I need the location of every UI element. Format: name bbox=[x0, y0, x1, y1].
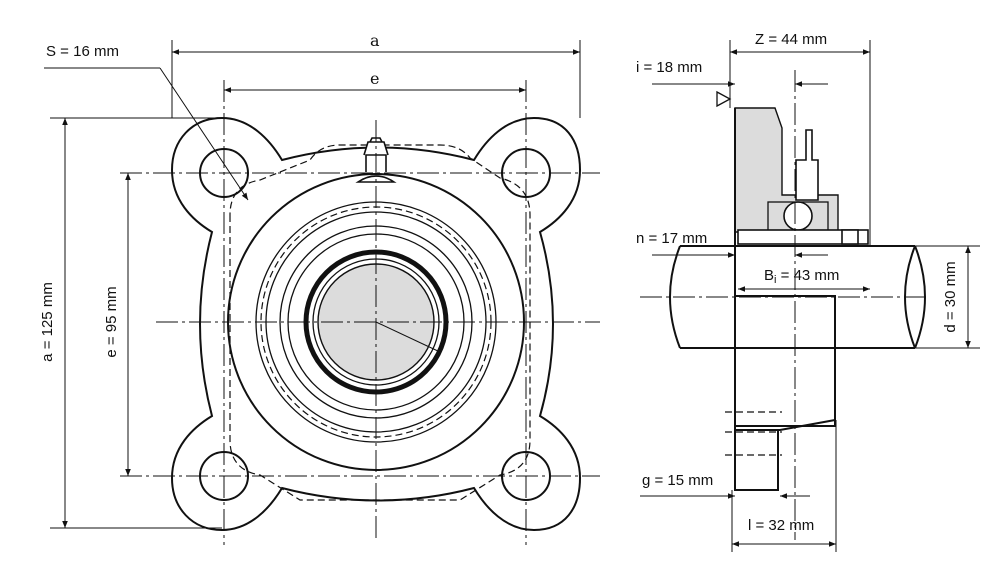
label-d: d = 30 mm bbox=[942, 261, 959, 332]
bearing-ball bbox=[783, 201, 813, 231]
flange-outline bbox=[170, 116, 582, 532]
grease-nipple-side bbox=[795, 129, 819, 201]
label-n: n = 17 mm bbox=[636, 230, 707, 247]
label-a: a bbox=[370, 31, 380, 50]
label-g: g = 15 mm bbox=[642, 472, 713, 489]
label-e: e bbox=[370, 69, 379, 88]
label-Bi: Bi = 43 mm bbox=[764, 267, 839, 286]
side-housing-lower bbox=[734, 295, 836, 427]
shaft bbox=[669, 245, 926, 349]
label-i: i = 18 mm bbox=[636, 59, 702, 76]
label-Z: Z = 44 mm bbox=[755, 31, 827, 48]
label-e-vertical: e = 95 mm bbox=[103, 286, 120, 357]
set-screw bbox=[841, 229, 859, 245]
leader-S bbox=[159, 67, 249, 201]
side-view: Z = 44 mm i = 18 mm n = 17 mm Bi = 43 mm… bbox=[636, 31, 980, 552]
label-a-vertical: a = 125 mm bbox=[39, 282, 56, 362]
label-S: S = 16 mm bbox=[46, 43, 119, 60]
base-plate bbox=[737, 229, 869, 245]
hidden-outline bbox=[229, 144, 531, 501]
label-l: l = 32 mm bbox=[748, 517, 814, 534]
hub bbox=[734, 430, 779, 491]
front-view: a e a = 125 mm e = 95 mm S = 16 mm bbox=[39, 31, 600, 545]
reference-triangle bbox=[716, 90, 732, 108]
